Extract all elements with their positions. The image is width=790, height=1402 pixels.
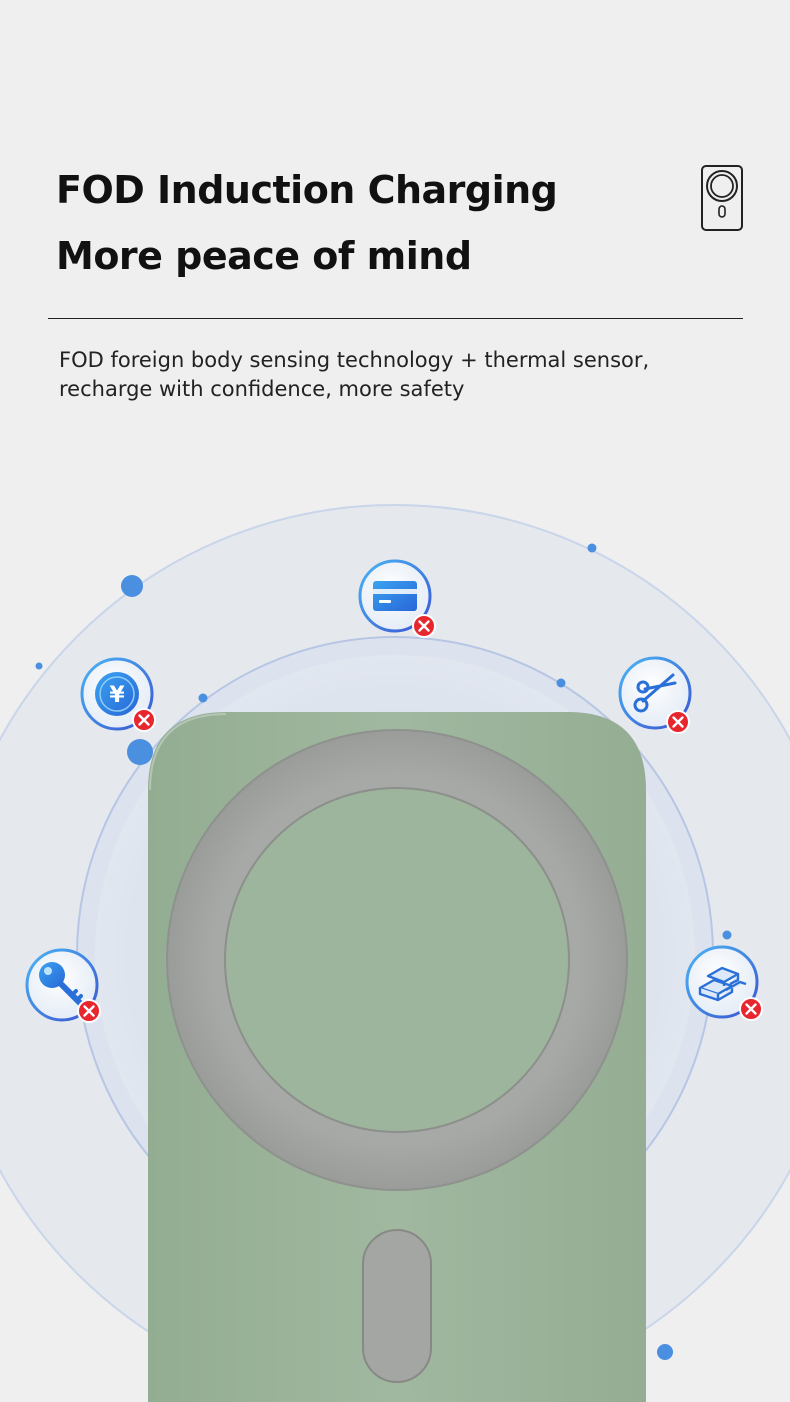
blocked-x-icon [738,996,764,1022]
scissors-badge [618,656,692,735]
description-line-2: recharge with confidence, more safety [59,377,465,401]
key-icon [39,962,83,1006]
ring-dot [556,678,566,688]
feature-description: FOD foreign body sensing technology + th… [59,346,649,404]
magnetic-ring-center [224,787,570,1133]
ring-dot [657,1344,673,1360]
blocked-x-icon [76,998,102,1024]
credit-card-icon [373,581,417,611]
description-line-1: FOD foreign body sensing technology + th… [59,348,650,372]
credit-card-badge [358,559,437,639]
ring-dot [587,543,597,553]
ring-dot [35,662,43,670]
power-bank-device-icon [701,165,743,231]
ring-dot [127,739,153,765]
blocked-x-icon [411,613,437,639]
blocked-x-icon [665,709,691,735]
yen-coin-icon: ¥ [95,672,139,716]
ring-dot [722,930,732,940]
page-subtitle: More peace of mind [56,234,472,278]
blocked-x-icon [131,707,157,733]
header-divider [48,318,743,319]
metal-bars-badge [685,945,764,1022]
page-title: FOD Induction Charging [56,168,558,212]
key-badge [25,948,102,1024]
ring-dot [121,575,143,597]
metal-bars-icon [698,966,747,1002]
ring-dot [198,693,208,703]
coin-badge: ¥ [80,657,157,733]
scissors-icon [633,673,677,713]
svg-text:¥: ¥ [109,683,125,708]
power-button [362,1229,432,1383]
